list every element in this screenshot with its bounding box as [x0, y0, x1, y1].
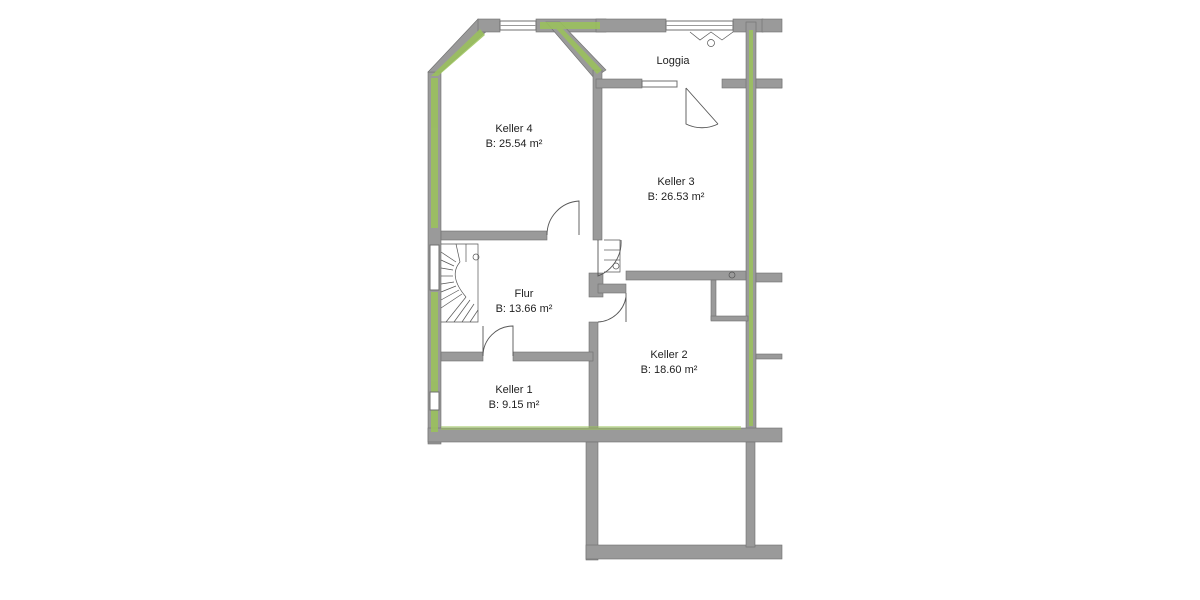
exterior-wall-highlights: [431, 22, 753, 432]
room-area-keller-3: B: 26.53 m²: [648, 191, 705, 203]
room-name-flur: Flur: [515, 288, 534, 300]
room-name-keller-3: Keller 3: [657, 176, 694, 188]
extension-west-wall: [585, 441, 599, 561]
window-keller3-north: [641, 80, 678, 88]
highlight-north: [540, 22, 600, 29]
highlight-west-low: [431, 292, 438, 432]
room-name-loggia: Loggia: [656, 55, 690, 67]
room-area-keller-4: B: 25.54 m²: [486, 138, 543, 150]
east-stub-3: [755, 272, 783, 283]
room-name-keller-4: Keller 4: [495, 123, 532, 135]
fixtures: [604, 31, 736, 279]
window-west-keller1: [429, 391, 440, 411]
loggia-south-wall: [595, 78, 643, 89]
east-stub-2: [755, 78, 783, 89]
highlight-northwest: [431, 29, 485, 76]
wall-keller4-keller3: [592, 69, 603, 241]
east-stub-top: [761, 18, 783, 33]
staircase: [440, 243, 480, 323]
keller4-south-wall: [440, 230, 548, 241]
south-wall: [427, 427, 783, 443]
highlight-west: [431, 78, 438, 228]
door-keller2: [597, 293, 627, 323]
door-keller3: [597, 239, 622, 277]
window-west-flur: [429, 244, 440, 291]
shaft-wall-left: [710, 279, 717, 321]
room-name-keller-1: Keller 1: [495, 384, 532, 396]
room-name-keller-2: Keller 2: [650, 349, 687, 361]
highlight-northeast: [552, 24, 602, 74]
room-area-keller-2: B: 18.60 m²: [641, 364, 698, 376]
extension-mid-wall: [745, 441, 756, 548]
windows: [429, 20, 734, 411]
room-area-flur: B: 13.66 m²: [496, 303, 553, 315]
east-stub-4: [755, 353, 783, 360]
vent-loggia: [689, 31, 734, 41]
room-area-keller-1: B: 9.15 m²: [489, 399, 540, 411]
keller1-north-wall-left: [440, 351, 484, 362]
highlight-south: [441, 426, 741, 430]
highlight-east: [749, 30, 753, 426]
north-wall-left: [477, 18, 501, 33]
wall-keller3-keller2: [625, 270, 747, 281]
step-keller3: [604, 239, 621, 273]
north-wall-loggia: [595, 18, 667, 33]
door-keller4: [546, 200, 580, 236]
keller1-north-wall-right: [512, 351, 594, 362]
shaft-wall-bottom: [710, 315, 749, 322]
fixture-loggia: [707, 39, 715, 47]
walls: [427, 18, 783, 561]
fixture-keller2: [728, 271, 736, 279]
extension-south-wall: [585, 544, 783, 560]
door-keller1: [482, 325, 514, 357]
room-labels: Loggia Keller 4 B: 25.54 m² Keller 3 B: …: [486, 55, 705, 411]
wall-flur-keller2: [588, 321, 599, 439]
wall-keller2-top-left-b: [597, 283, 627, 294]
door-loggia: [685, 87, 719, 129]
fixture-keller3: [612, 262, 620, 270]
